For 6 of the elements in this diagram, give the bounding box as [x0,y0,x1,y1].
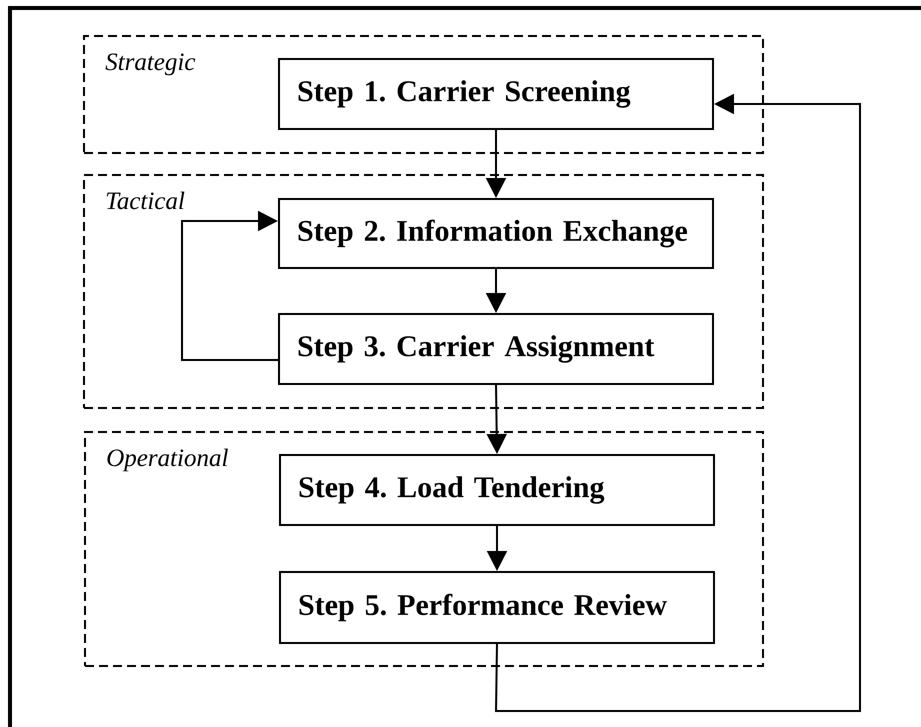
process-box: Step 2. Information Exchange [278,198,714,269]
process-box: Step 5. Performance Review [279,571,715,644]
process-box: Step 4. Load Tendering [279,454,715,526]
arrow [181,210,278,361]
process-box: Step 3. Carrier Assignment [278,313,714,385]
process-box: Step 1. Carrier Screening [278,58,714,130]
